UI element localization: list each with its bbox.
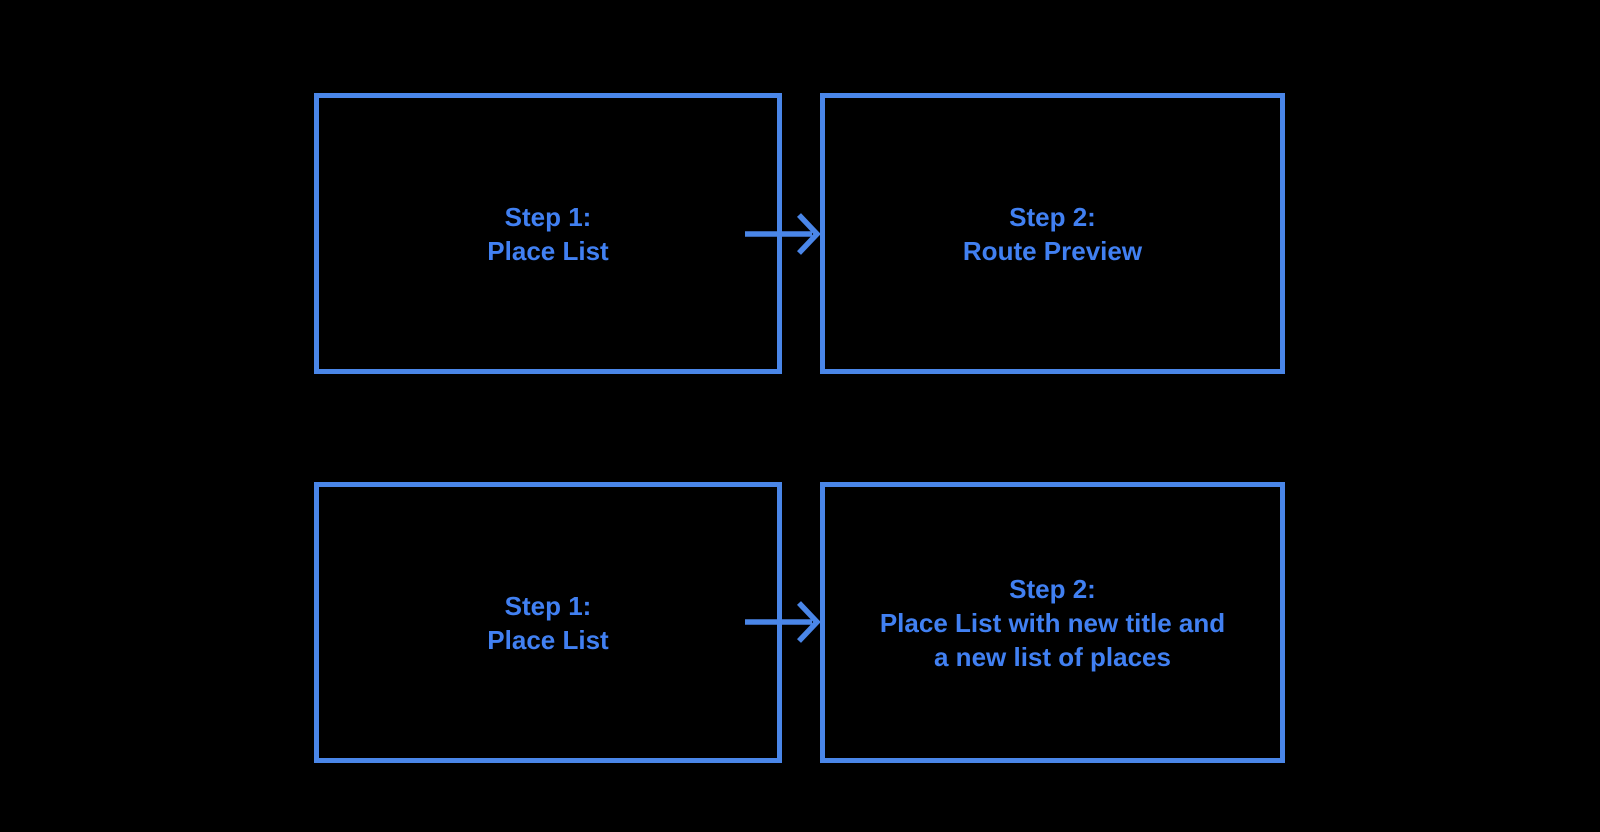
flow-box-row2-step1-place-list: Step 1: Place List bbox=[314, 482, 782, 763]
flow-box-row1-step2-route-preview: Step 2: Route Preview bbox=[820, 93, 1285, 374]
box-text-line: Place List with new title and bbox=[879, 607, 1226, 638]
box-text-line: Step 1: bbox=[504, 201, 592, 232]
box-text-line: Place List bbox=[487, 235, 609, 266]
flow-box-row1-step1-place-list: Step 1: Place List bbox=[314, 93, 782, 374]
box-text-line: Place List bbox=[487, 624, 609, 655]
box-text-line: Route Preview bbox=[962, 235, 1143, 266]
flow-box-row2-step2-place-list-new: Step 2: Place List with new title and a … bbox=[820, 482, 1285, 763]
box-text-line: Step 1: bbox=[504, 590, 592, 621]
box-text-line: Step 2: bbox=[1009, 201, 1096, 232]
box-text-line: Step 2: bbox=[1009, 573, 1096, 604]
box-text-line: a new list of places bbox=[934, 641, 1171, 672]
